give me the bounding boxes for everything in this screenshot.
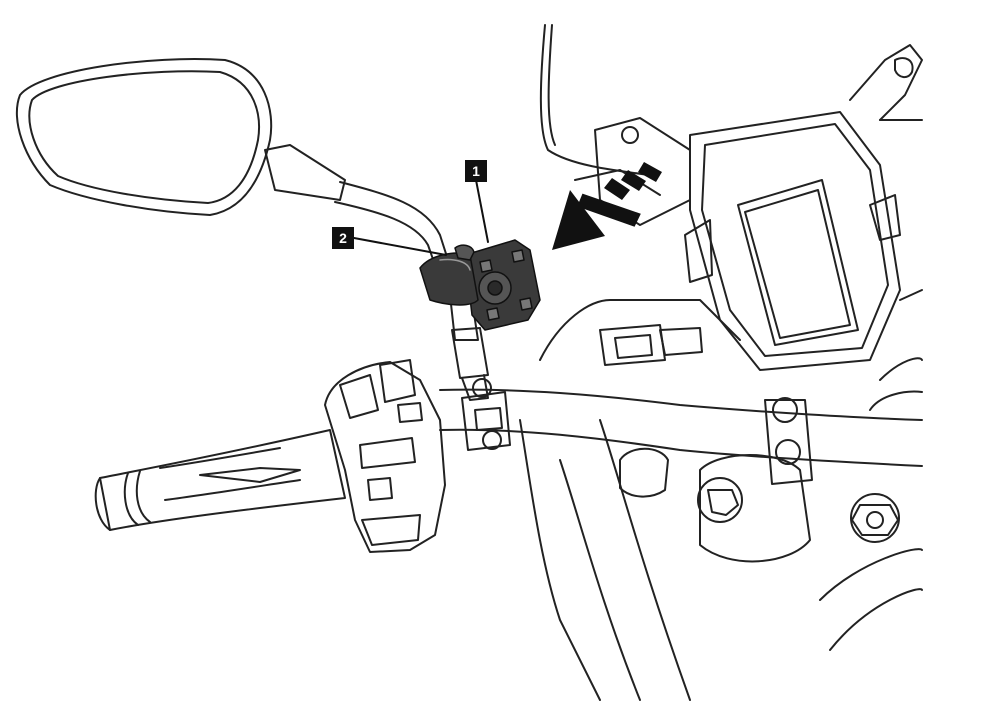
stem-clamp-part (419, 244, 479, 306)
steering-stem-nut (850, 493, 900, 543)
switch-housing (324, 359, 446, 553)
mirror-stem (334, 181, 489, 401)
handlebar (439, 388, 923, 467)
callout-label-1: 1 (465, 160, 487, 182)
mount-base-part (464, 239, 541, 331)
mirror-mount-clamp (461, 378, 511, 451)
triple-clamp (619, 447, 923, 651)
center-fairing (519, 299, 741, 701)
handlebar-grip (94, 429, 346, 531)
callout-label-2: 2 (332, 227, 354, 249)
mirror (15, 58, 346, 216)
leader-line-2 (353, 237, 447, 256)
leader-line-1 (475, 179, 489, 243)
right-fairing (849, 44, 923, 411)
dashboard-screen (737, 179, 859, 346)
windshield (539, 24, 651, 176)
top-bolt-left (697, 477, 743, 523)
direction-arrow (552, 162, 662, 250)
handlebar-riser (764, 397, 813, 485)
instrument-cluster (684, 111, 901, 371)
